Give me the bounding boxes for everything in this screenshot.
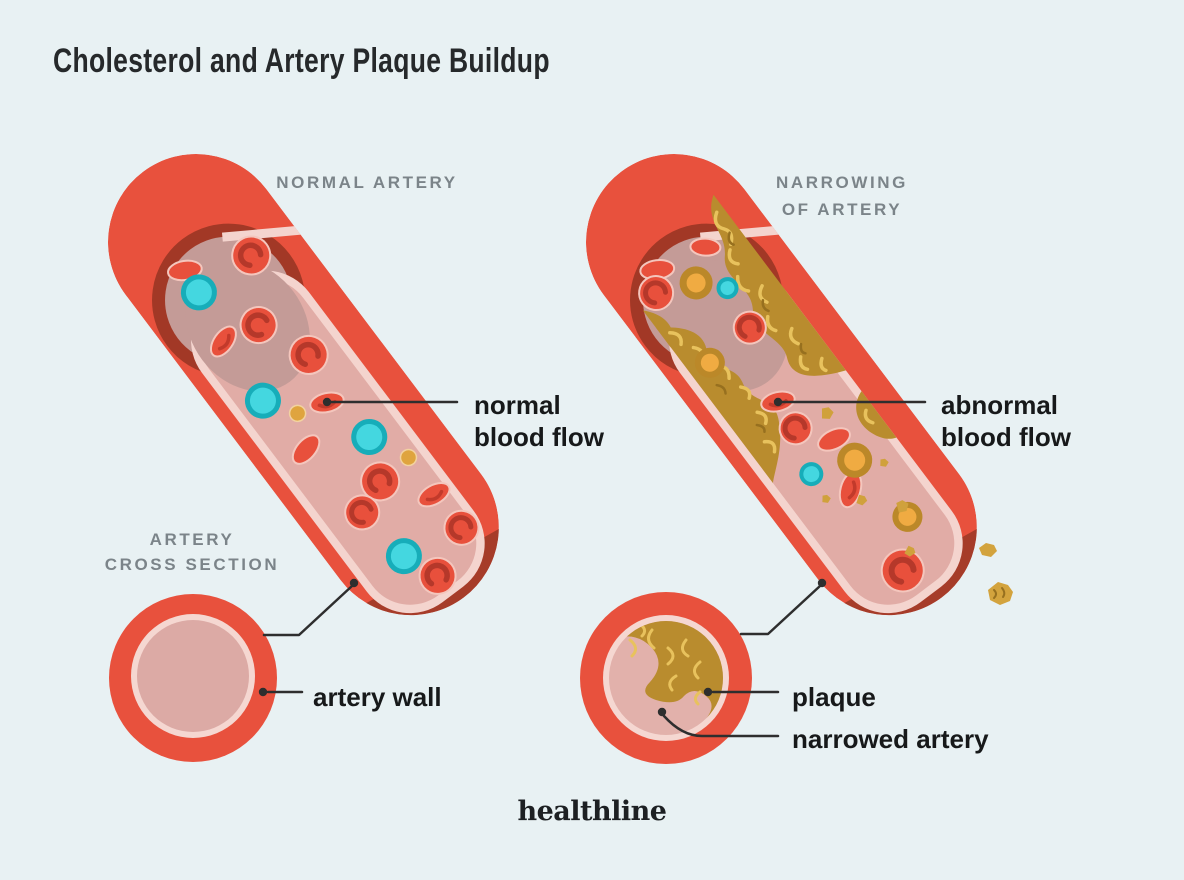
- red-blood-cell: [209, 325, 237, 358]
- narrowing-heading-line2: OF ARTERY: [781, 200, 903, 219]
- teal-particle: [799, 462, 824, 487]
- leader-dot-artery-wall: [258, 687, 268, 697]
- leader-dot-narrowed-artery: [657, 707, 667, 717]
- gold-particle: [399, 448, 418, 467]
- cross-section-heading-line1: ARTERY: [149, 530, 235, 549]
- cross-section-lumen: [137, 620, 249, 732]
- teal-particle: [716, 277, 739, 300]
- narrowed-cross-section-illustration: [580, 592, 752, 764]
- leader-dot-plaque: [703, 687, 713, 697]
- red-blood-cell: [838, 471, 863, 509]
- abnormal-blood-flow-label: abnormal blood flow: [941, 389, 1071, 453]
- red-blood-cell: [817, 427, 851, 452]
- cut-edge-highlight: [221, 224, 310, 242]
- normal-blood-flow-line2: blood flow: [474, 422, 604, 452]
- leader-line-narrowed-artery: [662, 714, 780, 738]
- narrowed-artery-label: narrowed artery: [792, 724, 989, 754]
- plaque-flake: [821, 407, 916, 557]
- teal-particle: [385, 538, 422, 575]
- leader-dot-cross-section-left: [349, 578, 359, 588]
- red-blood-cell: [638, 275, 675, 312]
- teal-particle: [244, 382, 281, 419]
- red-blood-cell: [418, 556, 457, 595]
- gold-particle: [288, 404, 307, 423]
- red-blood-cell: [443, 509, 480, 546]
- red-blood-cell: [417, 481, 451, 508]
- normal-blood-flow-label: normal blood flow: [474, 389, 604, 453]
- red-blood-cell: [778, 411, 813, 446]
- normal-cross-section-illustration: [109, 594, 277, 762]
- plaque-label: plaque: [792, 682, 876, 712]
- red-blood-cell: [344, 494, 381, 531]
- page-title: Cholesterol and Artery Plaque Buildup: [53, 42, 550, 80]
- cross-section-heading-line2: CROSS SECTION: [104, 555, 280, 574]
- red-blood-cell: [732, 310, 767, 345]
- narrowing-artery-heading: NARROWING OF ARTERY: [717, 169, 967, 223]
- leader-dot-abnormal-blood-flow: [773, 397, 783, 407]
- artery-cross-section-heading: ARTERY CROSS SECTION: [67, 527, 317, 577]
- red-blood-cell: [880, 548, 925, 593]
- red-blood-cell: [360, 461, 401, 502]
- leader-dot-cross-section-right: [817, 578, 827, 588]
- cholesterol-ring: [679, 266, 713, 300]
- red-blood-cell: [291, 434, 321, 465]
- cholesterol-ring: [837, 442, 873, 478]
- abnormal-blood-flow-line1: abnormal: [941, 390, 1059, 420]
- red-blood-cell: [239, 306, 278, 345]
- teal-particle: [351, 419, 388, 456]
- red-blood-cell: [689, 237, 722, 257]
- cross-section-plaque: [609, 621, 723, 735]
- teal-particle: [180, 274, 217, 311]
- leader-line-cross-section-left: [262, 584, 354, 637]
- narrowing-heading-line1: NARROWING: [776, 173, 908, 192]
- artery-wall-label: artery wall: [313, 682, 442, 712]
- healthline-wordmark: healthline: [517, 796, 667, 827]
- normal-blood-flow-line1: normal: [474, 390, 561, 420]
- plaque-deposit: [642, 194, 897, 483]
- cholesterol-ring: [694, 347, 725, 378]
- escaped-plaque-flakes: [979, 543, 1013, 605]
- narrowed-artery-illustration: [586, 154, 1013, 651]
- cut-edge-highlight: [699, 224, 788, 242]
- red-blood-cell: [231, 235, 272, 276]
- leader-dot-normal-blood-flow: [322, 397, 332, 407]
- abnormal-blood-flow-line2: blood flow: [941, 422, 1071, 452]
- red-blood-cell: [288, 334, 329, 375]
- normal-artery-heading: NORMAL ARTERY: [276, 173, 458, 192]
- leader-line-cross-section-right: [739, 584, 822, 636]
